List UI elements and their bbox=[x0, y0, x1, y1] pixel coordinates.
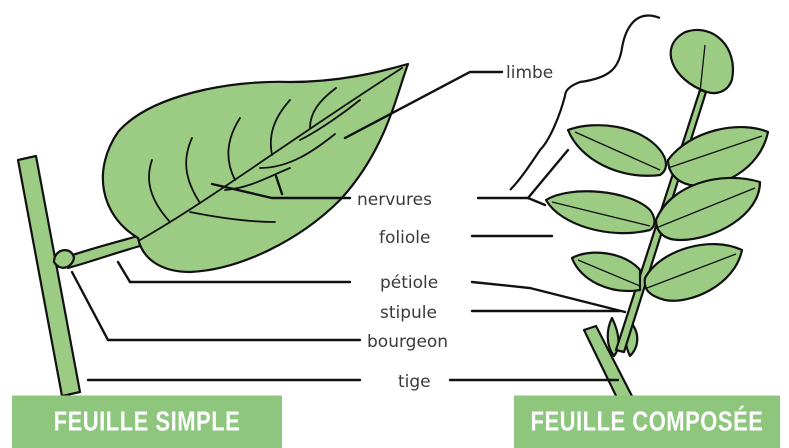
caption-feuille-simple: FEUILLE SIMPLE bbox=[12, 396, 282, 448]
simple-stem bbox=[18, 156, 80, 396]
caption-feuille-simple-text: FEUILLE SIMPLE bbox=[54, 406, 241, 439]
caption-feuille-composee-text: FEUILLE COMPOSÉE bbox=[531, 406, 764, 439]
label-foliole: foliole bbox=[379, 228, 430, 248]
foliole bbox=[546, 191, 655, 233]
nervures-line-right bbox=[478, 198, 545, 205]
foliole bbox=[645, 244, 742, 301]
simple-leaf-blade bbox=[103, 64, 408, 272]
simple-bud bbox=[54, 250, 74, 268]
foliole bbox=[667, 24, 737, 99]
label-tige: tige bbox=[398, 372, 431, 392]
simple-petiole bbox=[64, 236, 140, 268]
label-nervures: nervures bbox=[357, 190, 432, 210]
caption-feuille-composee: FEUILLE COMPOSÉE bbox=[514, 396, 780, 448]
label-bourgeon: bourgeon bbox=[367, 332, 448, 352]
label-stipule: stipule bbox=[380, 303, 437, 323]
foliole bbox=[668, 127, 768, 186]
label-limbe: limbe bbox=[506, 63, 553, 83]
label-petiole: pétiole bbox=[380, 273, 438, 293]
